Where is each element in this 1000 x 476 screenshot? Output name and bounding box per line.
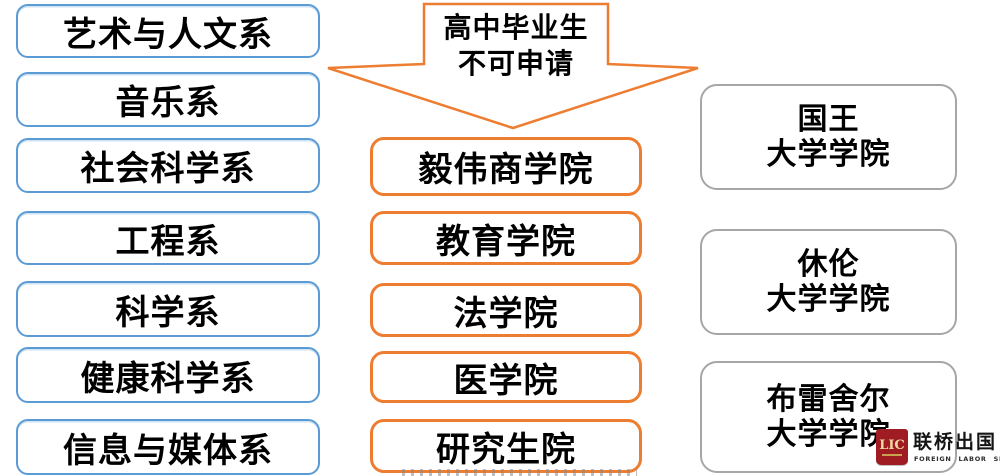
college-box-kings: 国王 大学学院	[700, 84, 957, 190]
faculty-box-social-science: 社会科学系	[16, 138, 320, 193]
college-box-brescia: 布雷舍尔 大学学院	[700, 361, 957, 473]
school-box-graduate: 研究生院	[370, 419, 642, 473]
clipped-caption-sliver	[402, 469, 637, 476]
faculty-box-engineering: 工程系	[16, 211, 320, 265]
lic-badge-underline	[882, 453, 902, 456]
callout-note-line1: 高中毕业生	[443, 11, 589, 44]
school-box-ivey-business: 毅伟商学院	[370, 137, 642, 196]
brand-logo: LIC 联桥出国 FOREIGN LABOR SERVICE	[872, 424, 1000, 472]
college-name-line2: 大学学院	[766, 417, 891, 452]
lic-badge-text: LIC	[879, 437, 905, 453]
college-name-line1: 国王	[797, 101, 860, 137]
callout-note: 高中毕业生 不可申请	[424, 10, 608, 82]
brand-tagline: FOREIGN LABOR SERVICE	[914, 455, 1000, 463]
school-box-education: 教育学院	[370, 211, 642, 265]
school-box-medicine: 医学院	[370, 351, 642, 403]
faculty-box-music: 音乐系	[16, 72, 320, 127]
college-name-line1: 休伦	[797, 246, 860, 282]
faculty-box-health-science: 健康科学系	[16, 347, 320, 403]
brand-name: 联桥出国	[913, 431, 998, 453]
faculty-box-info-media: 信息与媒体系	[16, 419, 320, 475]
college-name-line2: 大学学院	[766, 282, 891, 317]
college-name-line1: 布雷舍尔	[766, 381, 891, 417]
lic-badge-icon: LIC	[876, 429, 908, 465]
faculty-box-science: 科学系	[16, 281, 320, 337]
school-box-law: 法学院	[370, 283, 642, 337]
faculty-box-arts-humanities: 艺术与人文系	[16, 4, 320, 58]
callout-note-line2: 不可申请	[457, 46, 574, 80]
college-box-huron: 休伦 大学学院	[700, 229, 957, 335]
college-name-line2: 大学学院	[766, 137, 891, 172]
down-arrow-callout-shape	[327, 2, 699, 130]
